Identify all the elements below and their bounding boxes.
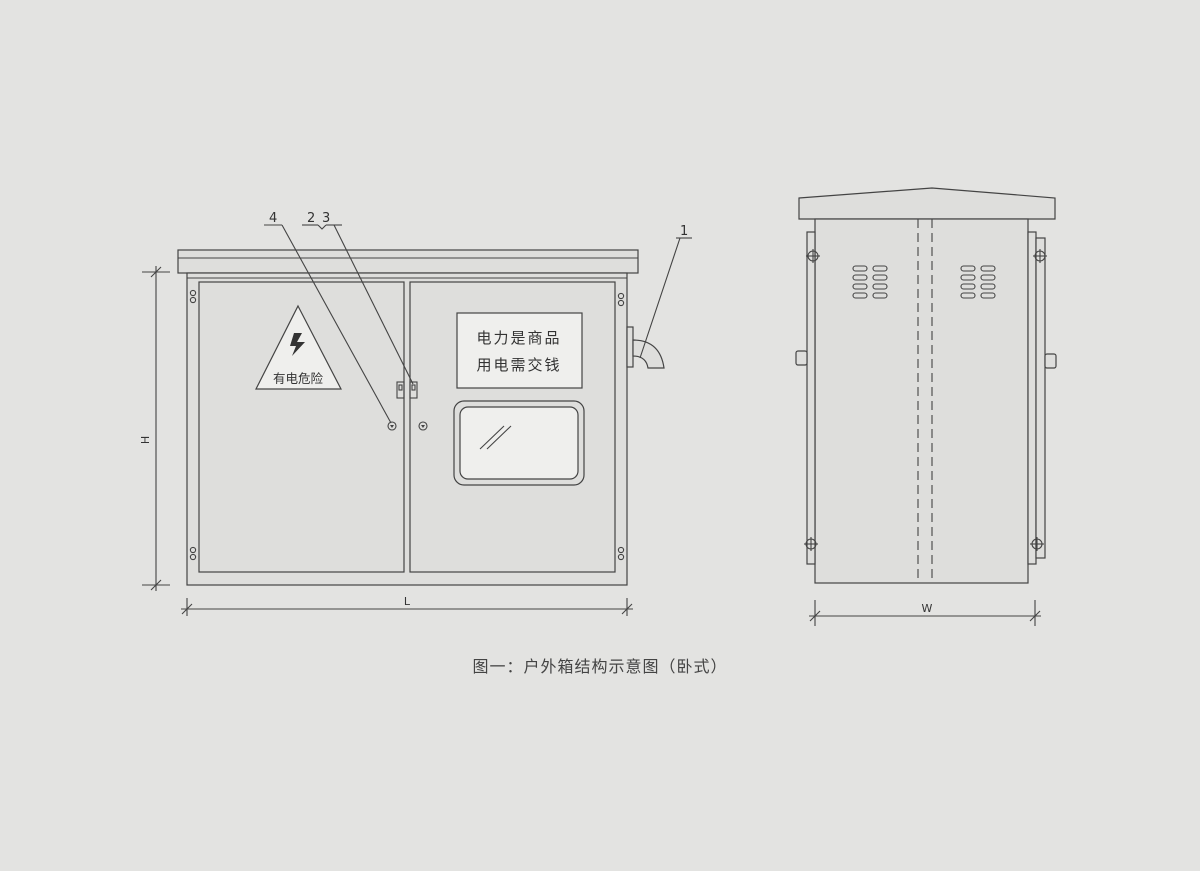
- dim-label-h: H: [139, 436, 152, 444]
- side-bolt-tl: [806, 249, 820, 263]
- side-cabinet-body: [814, 218, 1029, 584]
- side-vent-pipe: [626, 326, 665, 369]
- side-view: W: [795, 187, 1057, 626]
- side-bolt-tr: [1033, 249, 1047, 263]
- callout-4: 4: [269, 211, 277, 226]
- callout-leaders: [264, 224, 692, 424]
- side-handle-right: [1044, 353, 1057, 369]
- dim-label-w: W: [922, 602, 933, 615]
- right-hinge-bottom: [617, 546, 625, 561]
- side-roof: [798, 187, 1056, 220]
- callout-1: 1: [680, 224, 688, 239]
- vent-louvers-left: [852, 265, 888, 299]
- front-view: 有电危险 电力是商品 用电需交钱: [139, 211, 692, 616]
- lock-right: [418, 421, 428, 431]
- warning-sign: 有电危险: [255, 304, 342, 390]
- dim-label-l: L: [404, 595, 411, 608]
- callout-2: 2: [307, 211, 315, 226]
- side-bolt-bl: [804, 537, 818, 551]
- front-roof: [177, 249, 639, 274]
- sign-line-2: 用电需交钱: [476, 356, 561, 374]
- lock-left: [387, 421, 397, 431]
- figure-caption: 图一：户外箱结构示意图（卧式）: [472, 657, 727, 676]
- side-handle-left: [795, 350, 808, 366]
- left-hinge-top: [189, 289, 197, 304]
- warning-label: 有电危险: [273, 371, 324, 386]
- callout-3: 3: [322, 211, 330, 226]
- length-dimension: [181, 598, 633, 616]
- right-hinge-top: [617, 292, 625, 307]
- door-latches: [396, 381, 418, 399]
- side-bolt-br: [1030, 537, 1044, 551]
- width-dimension: [809, 600, 1041, 626]
- height-dimension: [142, 266, 170, 591]
- tariff-sign: 电力是商品 用电需交钱: [456, 312, 583, 389]
- meter-window: [453, 400, 585, 486]
- lightning-bolt-icon: [290, 333, 305, 356]
- sign-line-1: 电力是商品: [476, 329, 561, 347]
- vent-louvers-right: [960, 265, 996, 299]
- left-hinge-bottom: [189, 546, 197, 561]
